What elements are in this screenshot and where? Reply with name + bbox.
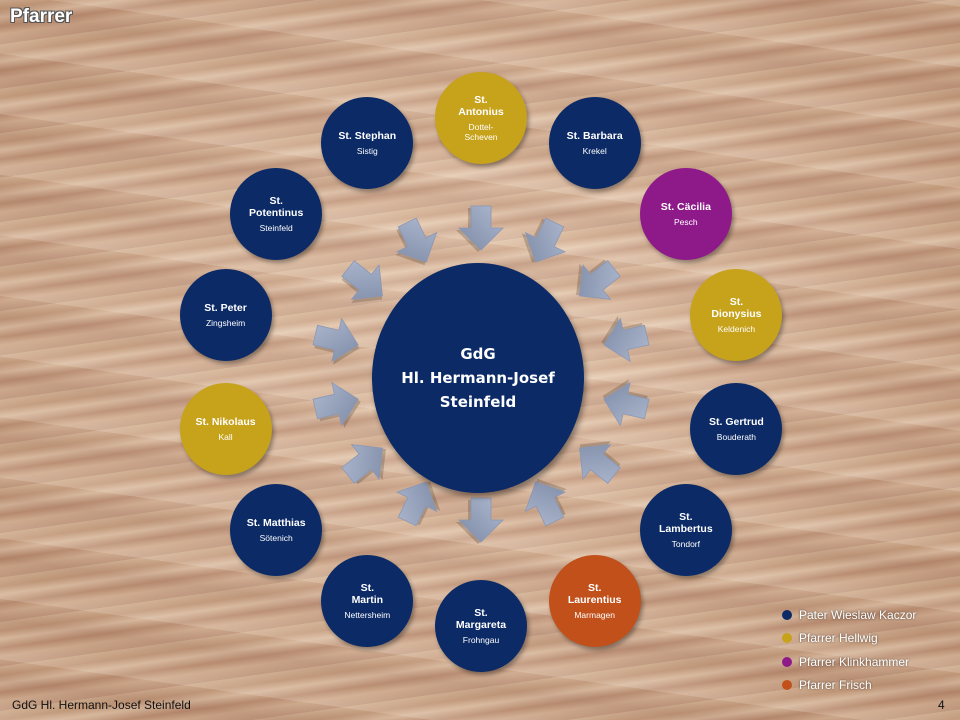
arrow-7 bbox=[456, 497, 504, 544]
parish-name: St. Lambertus bbox=[658, 511, 713, 536]
parish-name: St. Nikolaus bbox=[195, 415, 256, 428]
parish-node-st-peter: St. Peter Zingsheim bbox=[179, 269, 272, 362]
arrow-3 bbox=[601, 316, 650, 363]
parish-place: Steinfeld bbox=[259, 222, 293, 233]
parish-name: St. Antonius bbox=[458, 94, 504, 118]
center-line-1: GdG bbox=[460, 345, 496, 363]
arrow-4 bbox=[602, 379, 650, 427]
parish-node-st-stephan: St. Stephan Sistig bbox=[321, 97, 414, 190]
arrow-6 bbox=[524, 478, 567, 527]
center-line-3: Steinfeld bbox=[439, 393, 517, 411]
parish-name: St. Martin bbox=[351, 581, 384, 606]
parish-place: Dottel- Scheven bbox=[464, 122, 498, 142]
legend: Pater Wieslaw Kaczor Pfarrer Hellwig Pfa… bbox=[782, 603, 916, 697]
parish-node-st-matthias: St. Matthias Sötenich bbox=[230, 484, 323, 577]
parish-place: Nettersheim bbox=[344, 609, 391, 620]
center-node: GdG Hl. Hermann-Josef Steinfeld bbox=[372, 263, 584, 493]
arrow-13 bbox=[395, 217, 438, 266]
parish-node-st-dionysius: St. Dionysius Keldenich bbox=[690, 269, 783, 362]
legend-item: Pater Wieslaw Kaczor bbox=[782, 603, 916, 627]
parish-name: St. Cäcilia bbox=[660, 200, 711, 213]
parish-node-st-antonius: St. Antonius Dottel- Scheven bbox=[435, 72, 527, 164]
legend-dot-icon bbox=[782, 633, 792, 644]
parish-node-st-lambertus: St. Lambertus Tondorf bbox=[639, 484, 732, 577]
arrow-0 bbox=[456, 205, 504, 252]
legend-item: Pfarrer Klinkhammer bbox=[782, 650, 916, 674]
parish-node-st-caecilia: St. Cäcilia Pesch bbox=[639, 167, 732, 260]
parish-name: St. Margareta bbox=[455, 607, 507, 631]
parish-place: Sistig bbox=[356, 146, 378, 157]
parish-place: Marmagen bbox=[574, 609, 615, 620]
parish-place: Sötenich bbox=[259, 533, 293, 544]
legend-dot-icon bbox=[782, 680, 792, 691]
legend-dot-icon bbox=[782, 609, 792, 620]
legend-label: Pfarrer Klinkhammer bbox=[799, 654, 910, 669]
parish-node-st-potentinus: St. Potentinus Steinfeld bbox=[230, 167, 323, 260]
parish-place: Bouderath bbox=[716, 431, 757, 442]
arrow-2 bbox=[576, 259, 621, 300]
parish-name: St. Dionysius bbox=[711, 296, 762, 321]
arrow-11 bbox=[312, 317, 360, 365]
parish-node-st-margareta: St. Margareta Frohngau bbox=[435, 580, 527, 672]
parish-place: Krekel bbox=[582, 146, 607, 157]
parish-name: St. Peter bbox=[204, 302, 247, 315]
parish-name: St. Stephan bbox=[338, 130, 397, 143]
parish-place: Pesch bbox=[674, 216, 698, 227]
parish-node-st-gertrud: St. Gertrud Bouderath bbox=[690, 382, 783, 475]
legend-label: Pfarrer Hellwig bbox=[799, 631, 878, 646]
parish-name: St. Gertrud bbox=[709, 415, 764, 428]
legend-dot-icon bbox=[782, 656, 792, 667]
legend-item: Pfarrer Hellwig bbox=[782, 627, 916, 651]
parish-place: Frohngau bbox=[462, 635, 500, 645]
page-number: 4 bbox=[938, 698, 945, 712]
parish-place: Tondorf bbox=[671, 539, 700, 550]
parish-place: Zingsheim bbox=[205, 318, 246, 329]
arrow-5 bbox=[579, 440, 621, 484]
legend-item: Pfarrer Frisch bbox=[782, 674, 916, 698]
arrow-10 bbox=[312, 381, 361, 428]
parish-node-st-barbara: St. Barbara Krekel bbox=[548, 97, 641, 190]
parish-node-st-martin: St. Martin Nettersheim bbox=[321, 554, 414, 647]
parish-name: St. Barbara bbox=[566, 130, 623, 143]
parish-name: St. Potentinus bbox=[249, 194, 304, 219]
slide-title: Pfarrer bbox=[10, 6, 73, 27]
parish-name: St. Laurentius bbox=[567, 581, 622, 606]
legend-label: Pater Wieslaw Kaczor bbox=[799, 607, 917, 622]
legend-label: Pfarrer Frisch bbox=[799, 678, 872, 693]
parish-place: Kall bbox=[218, 431, 233, 442]
parish-node-st-nikolaus: St. Nikolaus Kall bbox=[179, 382, 272, 475]
parish-name: St. Matthias bbox=[246, 517, 306, 530]
footer-text: GdG Hl. Hermann-Josef Steinfeld bbox=[12, 698, 191, 712]
arrow-8 bbox=[395, 481, 441, 527]
arrow-9 bbox=[341, 444, 386, 485]
parish-place: Keldenich bbox=[717, 324, 756, 335]
parish-node-st-laurentius: St. Laurentius Marmagen bbox=[548, 554, 641, 647]
arrow-12 bbox=[341, 260, 383, 304]
center-line-2: Hl. Hermann-Josef bbox=[401, 369, 555, 387]
arrow-1 bbox=[521, 217, 567, 263]
